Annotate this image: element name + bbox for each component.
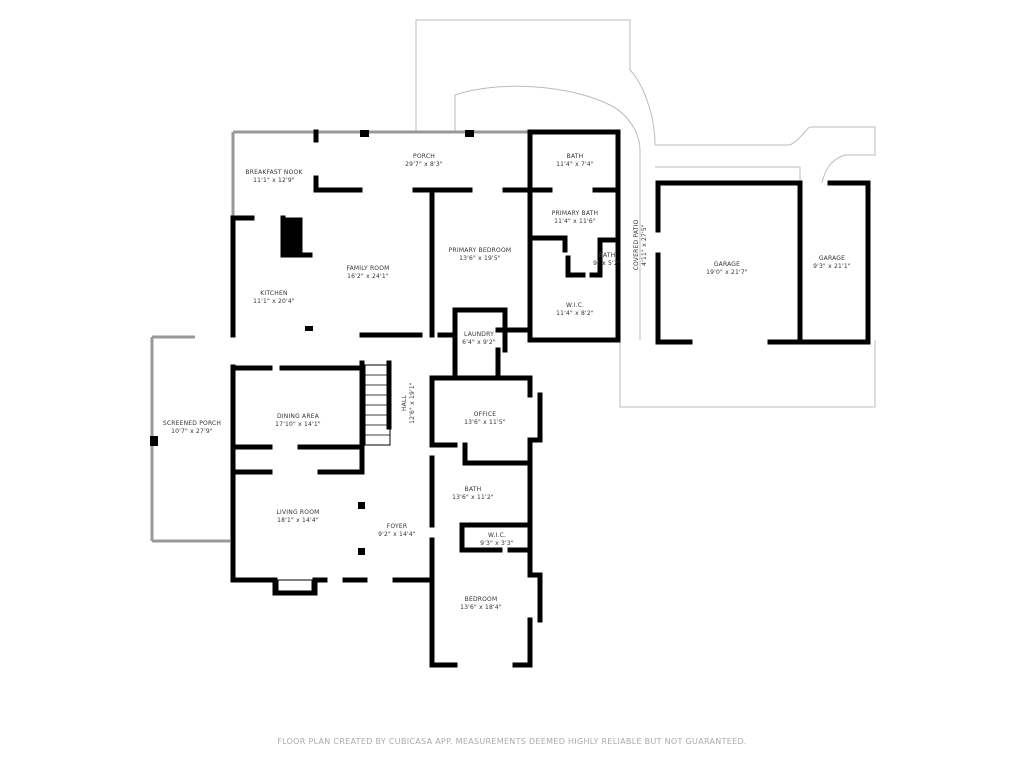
svg-text:17'10" x 14'1": 17'10" x 14'1": [275, 421, 321, 428]
svg-text:4'11" x 27'5": 4'11" x 27'5": [641, 224, 648, 266]
room-label-primary-bath: PRIMARY BATH 11'4" x 11'6": [552, 210, 599, 225]
room-label-dining-area: DINING AREA 17'10" x 14'1": [275, 413, 321, 428]
svg-text:11'1" x 20'4": 11'1" x 20'4": [253, 298, 295, 305]
room-label-covered-patio: COVERED PATIO 4'11" x 27'5": [633, 220, 648, 271]
room-label-family-room: FAMILY ROOM 16'2" x 24'1": [346, 265, 389, 280]
svg-text:DINING AREA: DINING AREA: [277, 413, 320, 420]
room-label-breakfast-nook: BREAKFAST NOOK 11'1" x 12'9": [245, 169, 303, 184]
svg-text:6'4" x 9'2": 6'4" x 9'2": [462, 339, 496, 346]
svg-text:W.I.C.: W.I.C.: [488, 532, 506, 539]
svg-text:FOYER: FOYER: [387, 523, 407, 530]
svg-text:29'7" x 8'3": 29'7" x 8'3": [405, 161, 443, 168]
site-outlines: [415, 19, 876, 408]
room-label-living-room: LIVING ROOM 18'1" x 14'4": [276, 509, 319, 524]
svg-text:PRIMARY BATH: PRIMARY BATH: [552, 210, 599, 217]
walls: [230, 129, 871, 668]
room-label-kitchen: KITCHEN 11'1" x 20'4": [253, 290, 295, 305]
svg-text:19'0" x 21'7": 19'0" x 21'7": [706, 269, 748, 276]
svg-text:COVERED PATIO: COVERED PATIO: [633, 220, 640, 271]
svg-text:13'6" x 11'2": 13'6" x 11'2": [452, 494, 494, 501]
svg-text:KITCHEN: KITCHEN: [260, 290, 287, 297]
svg-text:BREAKFAST NOOK: BREAKFAST NOOK: [245, 169, 303, 176]
svg-text:BATH: BATH: [599, 252, 616, 259]
svg-text:10'7" x 27'9": 10'7" x 27'9": [171, 428, 213, 435]
svg-text:11'4" x 7'4": 11'4" x 7'4": [556, 161, 594, 168]
svg-text:18'1" x 14'4": 18'1" x 14'4": [277, 517, 319, 524]
svg-text:BATH: BATH: [567, 153, 584, 160]
room-label-garage-2: GARAGE 9'3" x 21'1": [813, 255, 851, 270]
room-label-bath-top: BATH 11'4" x 7'4": [556, 153, 594, 168]
svg-text:BATH: BATH: [465, 486, 482, 493]
svg-text:9'2" x 14'4": 9'2" x 14'4": [378, 531, 416, 538]
svg-text:PORCH: PORCH: [413, 153, 435, 160]
svg-text:13'6" x 19'5": 13'6" x 19'5": [459, 255, 501, 262]
svg-text:LIVING ROOM: LIVING ROOM: [276, 509, 319, 516]
svg-text:13'6" x 18'4": 13'6" x 18'4": [460, 604, 502, 611]
room-label-office: OFFICE 13'6" x 11'5": [464, 411, 506, 426]
svg-text:11'4" x 8'2": 11'4" x 8'2": [556, 310, 594, 317]
svg-text:11'4" x 11'6": 11'4" x 11'6": [554, 218, 596, 225]
svg-text:HALL: HALL: [401, 394, 408, 411]
svg-text:PRIMARY BEDROOM: PRIMARY BEDROOM: [449, 247, 512, 254]
svg-text:FAMILY ROOM: FAMILY ROOM: [346, 265, 389, 272]
screened-porch-walls: [150, 335, 230, 543]
svg-text:SCREENED PORCH: SCREENED PORCH: [163, 420, 221, 427]
room-label-primary-bedroom: PRIMARY BEDROOM 13'6" x 19'5": [449, 247, 512, 262]
room-label-screened-porch: SCREENED PORCH 10'7" x 27'9": [163, 420, 221, 435]
room-label-garage-1: GARAGE 19'0" x 21'7": [706, 261, 748, 276]
room-label-laundry: LAUNDRY 6'4" x 9'2": [462, 331, 496, 346]
svg-text:W.I.C.: W.I.C.: [566, 302, 584, 309]
svg-text:GARAGE: GARAGE: [714, 261, 740, 268]
room-label-bath-small: BATH 9" x 5'2": [593, 252, 621, 267]
svg-text:BEDROOM: BEDROOM: [465, 596, 498, 603]
svg-text:13'6" x 11'5": 13'6" x 11'5": [464, 419, 506, 426]
svg-text:9" x 5'2": 9" x 5'2": [593, 260, 621, 267]
room-label-bath-hall: BATH 13'6" x 11'2": [452, 486, 494, 501]
svg-text:11'1" x 12'9": 11'1" x 12'9": [253, 177, 295, 184]
room-label-hall: HALL 12'6" x 19'1": [401, 382, 416, 424]
room-label-porch: PORCH 29'7" x 8'3": [405, 153, 443, 168]
svg-text:OFFICE: OFFICE: [474, 411, 497, 418]
svg-text:LAUNDRY: LAUNDRY: [464, 331, 494, 338]
svg-text:16'2" x 24'1": 16'2" x 24'1": [347, 273, 389, 280]
room-label-wic-primary: W.I.C. 11'4" x 8'2": [556, 302, 594, 317]
room-label-foyer: FOYER 9'2" x 14'4": [378, 523, 416, 538]
room-label-bedroom: BEDROOM 13'6" x 18'4": [460, 596, 502, 611]
svg-text:9'3" x 21'1": 9'3" x 21'1": [813, 263, 851, 270]
room-label-wic-bedroom: W.I.C. 9'3" x 3'3": [480, 532, 514, 547]
footer-disclaimer: FLOOR PLAN CREATED BY CUBICASA APP. MEAS…: [277, 737, 747, 746]
svg-text:9'3" x 3'3": 9'3" x 3'3": [480, 540, 514, 547]
svg-text:GARAGE: GARAGE: [819, 255, 845, 262]
svg-text:12'6" x 19'1": 12'6" x 19'1": [409, 382, 416, 424]
